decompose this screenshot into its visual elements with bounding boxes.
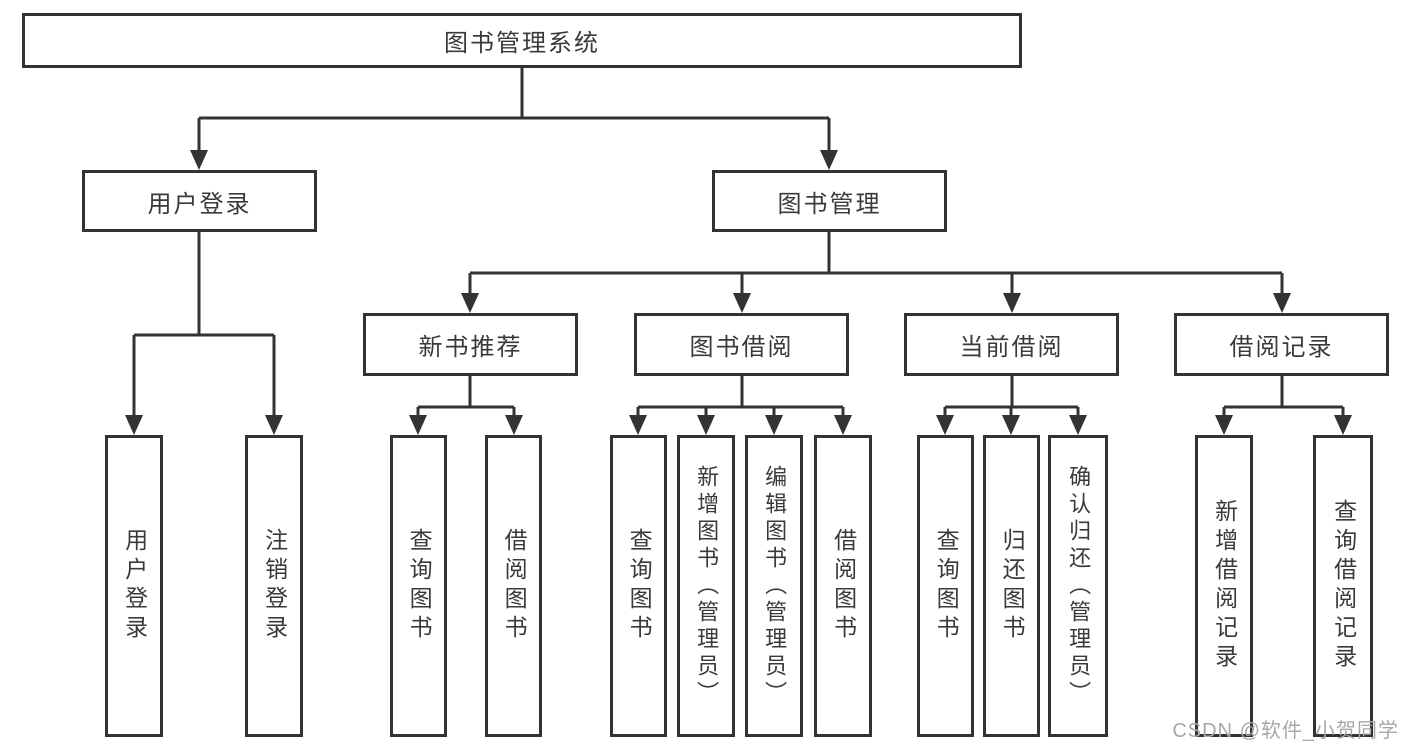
leaf-query-borrow-record: 查询借阅记录	[1313, 435, 1373, 737]
leaf-return-books: 归还图书	[983, 435, 1040, 737]
leaf-edit-books-admin: 编辑图书（管理员）	[745, 435, 803, 737]
leaf-add-books-admin: 新增图书（管理员）	[677, 435, 735, 737]
leaf-borrow-books-1: 借阅图书	[485, 435, 542, 737]
node-book-borrowing: 图书借阅	[634, 313, 849, 376]
node-user-login: 用户登录	[82, 170, 317, 232]
leaf-query-books-1: 查询图书	[390, 435, 447, 737]
node-current-borrowing: 当前借阅	[904, 313, 1119, 376]
leaf-logout: 注销登录	[245, 435, 303, 737]
leaf-confirm-return-admin: 确认归还（管理员）	[1048, 435, 1108, 737]
leaf-borrow-books-2: 借阅图书	[814, 435, 872, 737]
leaf-user-login: 用户登录	[105, 435, 163, 737]
node-book-management: 图书管理	[712, 170, 947, 232]
node-borrowing-records: 借阅记录	[1174, 313, 1389, 376]
leaf-query-books-2: 查询图书	[610, 435, 667, 737]
leaf-query-books-3: 查询图书	[917, 435, 974, 737]
leaf-add-borrow-record: 新增借阅记录	[1195, 435, 1253, 737]
csdn-watermark: CSDN @软件_小贺同学	[1172, 720, 1399, 742]
node-new-book-recommendation: 新书推荐	[363, 313, 578, 376]
node-library-management-system: 图书管理系统	[22, 13, 1022, 68]
